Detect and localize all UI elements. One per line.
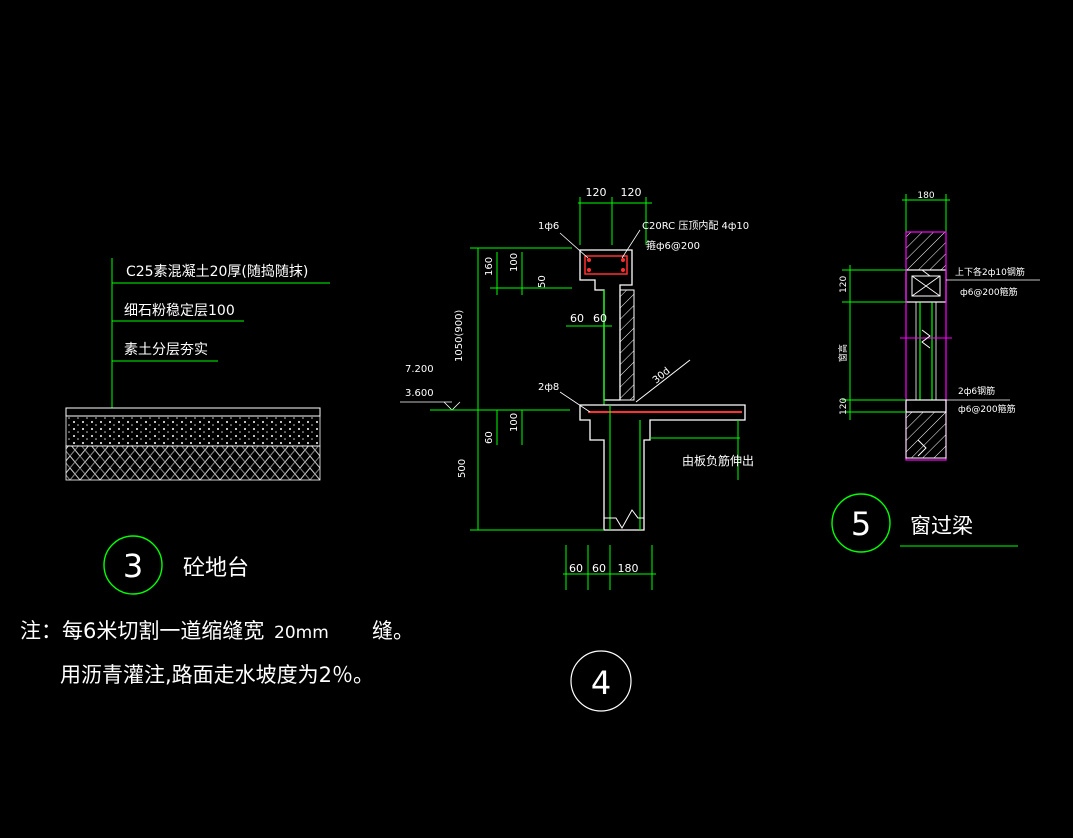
dim-500: 500 [457,459,468,478]
lintel-label-lower-2: ф6@200箍筋 [958,403,1016,415]
bottom-dim-3: 180 [618,562,639,575]
dim-100-top: 100 [509,253,520,272]
label-anchor: 由板负筋伸出 [682,453,754,468]
note-line-2: 用沥青灌注,路面走水坡度为2％。 [60,663,374,687]
top-dim-2: 120 [621,186,642,199]
layer-label-stone: 细石粉稳定层100 [124,303,235,319]
dim-160: 160 [484,257,495,276]
detail-4-number: 4 [591,664,611,702]
dim-100-bot: 100 [509,413,520,432]
lintel-label-upper-2: ф6@200箍筋 [960,286,1018,298]
label-1phi6: 1ф6 [538,221,559,232]
dim-60: 60 [484,431,495,444]
note-line-1-prefix: 注：每6米切割一道缩缝宽 [20,619,264,643]
label-2phi8: 2ф8 [538,382,559,393]
elev-3600: 3.600 [405,388,434,399]
general-note: 注：每6米切割一道缩缝宽 20mm 缝。 用沥青灌注,路面走水坡度为2％。 [20,619,414,687]
soil-layer [65,445,321,481]
lintel-side-dim-1: 120 [839,276,849,293]
detail-5-circle [831,493,891,553]
coping-rebar-box [584,255,628,275]
lower-wall [905,411,947,459]
detail-3-circle [103,535,163,595]
bottom-dim-2: 60 [592,562,606,575]
detail-3-number: 3 [123,547,143,585]
note-line-1-width: 20mm [274,623,329,643]
label-c20rc: C20RC 压顶内配 4ф10 [642,219,749,232]
lintel-top-dim: 180 [917,191,934,201]
detail-5-window-lintel: 180 上下各2ф10钢筋 ф6@200箍筋 2ф6钢筋 ф6@200箍筋 12… [831,191,1040,553]
bottom-dim-1: 60 [569,562,583,575]
note-line-1-suffix: 缝。 [372,619,414,643]
label-30d: 30d [651,366,673,387]
stone-layer [65,415,321,447]
top-dim-1: 120 [586,186,607,199]
mid-dim-2: 60 [593,312,607,325]
lower-lintel [905,399,947,413]
label-stirrup: 箍ф6@200 [646,239,700,252]
layer-label-c25: C25素混凝土20厚(随捣随抹) [126,263,308,280]
layer-label-soil: 素土分层夯实 [124,342,208,358]
lintel-label-lower-1: 2ф6钢筋 [958,385,995,397]
parapet-wall [619,289,635,401]
window-frame [905,231,947,461]
lintel-label-upper-1: 上下各2ф10钢筋 [955,266,1025,278]
detail-4-circle [570,650,632,712]
detail-5-title: 窗过梁 [910,514,973,538]
mid-dim-1: 60 [570,312,584,325]
detail-4-parapet-section: 120 120 1ф6 C20RC 压顶内配 4ф10 箍ф6@200 160 … [400,186,754,712]
elev-7200: 7.200 [405,364,434,375]
upper-wall [905,231,947,271]
detail-3-title: 砼地台 [183,556,249,581]
lintel-side-label: 窗高 [837,344,849,362]
concrete-layer [65,407,321,417]
roof-slab [579,404,746,531]
dim-50: 50 [537,275,548,288]
detail-3-floor-slab: C25素混凝土20厚(随捣随抹) 细石粉稳定层100 素土分层夯实 3 砼地台 [65,258,330,595]
dim-1050: 1050(900) [454,310,465,362]
lintel-side-dim-2: 120 [839,398,849,415]
detail-5-number: 5 [851,505,871,543]
